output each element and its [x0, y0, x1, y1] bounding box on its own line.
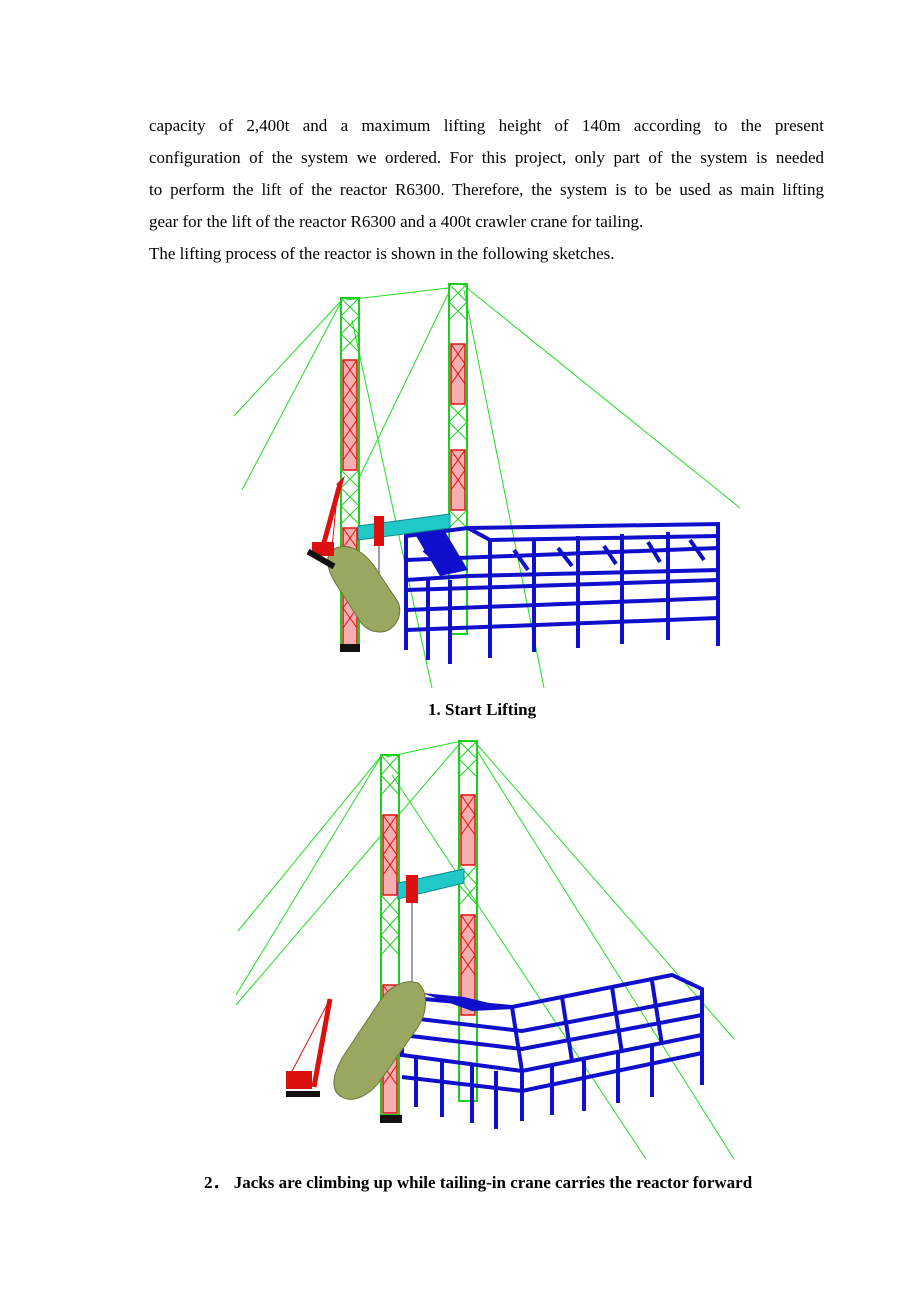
reactor-vessel [327, 546, 401, 633]
reactor-vessel [333, 981, 426, 1100]
text-line: gear for the lift of the reactor R6300 a… [149, 212, 644, 231]
right-lifting-tower [448, 283, 468, 635]
text-line: The lifting process of the reactor is sh… [149, 244, 615, 263]
roof-deck [422, 993, 514, 1011]
guy-wires [235, 740, 735, 1160]
crawler-crane [306, 475, 345, 570]
sketch-jacks-climbing [235, 740, 735, 1160]
lifting-beam [397, 868, 465, 985]
guy-wires [233, 283, 741, 689]
text-line: to perform the lift of the reactor R6300… [149, 180, 824, 199]
crawler-crane [286, 998, 333, 1097]
steel-structure [400, 972, 704, 1129]
text-line: configuration of the system we ordered. … [149, 148, 824, 167]
roof-deck [416, 530, 468, 576]
text-line: capacity of 2,400t and a maximum lifting… [149, 116, 824, 135]
right-lifting-tower [458, 740, 478, 1102]
figure-caption: 1. Start Lifting [428, 700, 537, 719]
sketch-start-lifting [233, 283, 741, 689]
body-paragraph: capacity of 2,400t and a maximum lifting… [149, 110, 824, 270]
figure-caption: 2． Jacks are climbing up while tailing-i… [204, 1173, 753, 1192]
